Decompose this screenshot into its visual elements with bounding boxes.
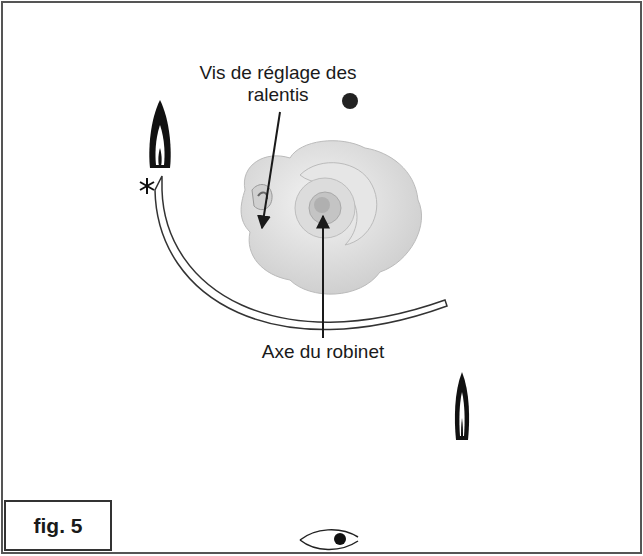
arc-symbol	[155, 176, 447, 330]
leader-line	[262, 112, 280, 228]
part-label: Axe du robinet	[223, 341, 423, 363]
dot-symbol	[342, 93, 358, 109]
flame-large	[149, 100, 170, 168]
part-label: Vis de réglage des ralentis	[198, 62, 358, 106]
figure-box: fig. 5	[4, 500, 112, 551]
leader-line	[322, 216, 324, 338]
asterisk-symbol	[140, 178, 154, 194]
figure-number: fig. 5	[33, 514, 82, 538]
eye-symbol	[300, 530, 358, 550]
tap-body	[241, 141, 421, 294]
flame-small	[455, 372, 469, 440]
